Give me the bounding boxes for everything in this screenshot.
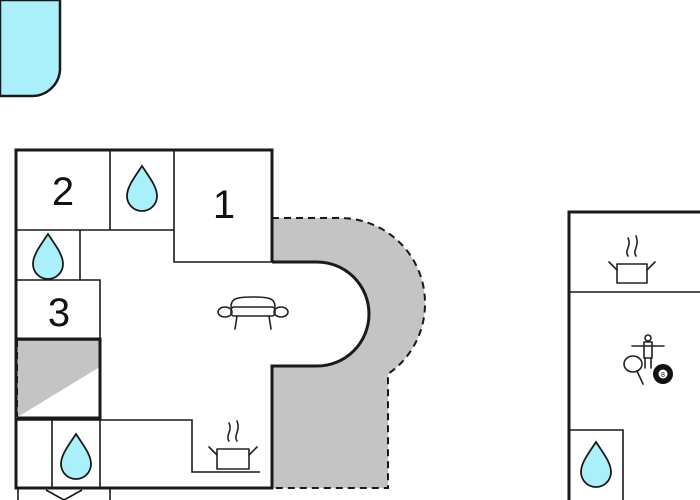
billiard-ball-icon: 8 xyxy=(653,364,673,384)
table-tennis-icon xyxy=(623,355,644,385)
room-number-3: 3 xyxy=(48,291,70,335)
billiard-ball-number: 8 xyxy=(661,372,665,379)
sofa-icon xyxy=(217,296,289,330)
cooking-pot-icon xyxy=(608,235,656,284)
room-number-2: 2 xyxy=(52,170,74,214)
living-room-bay-wall xyxy=(14,260,371,490)
water-drop-icon xyxy=(580,440,612,488)
annex-outer-wall xyxy=(567,210,700,500)
pool-icon xyxy=(0,0,62,98)
water-drop-icon xyxy=(32,232,64,280)
building-outer-wall xyxy=(14,148,274,418)
foosball-player-icon xyxy=(631,334,665,369)
interior-walls-thick xyxy=(17,337,102,420)
water-drop-icon xyxy=(126,164,158,212)
annex-bath-wall xyxy=(569,429,624,500)
bed-icon xyxy=(17,487,111,500)
water-drop-icon xyxy=(60,432,92,480)
room-number-1: 1 xyxy=(213,183,235,227)
cooking-pot-icon xyxy=(208,420,258,470)
